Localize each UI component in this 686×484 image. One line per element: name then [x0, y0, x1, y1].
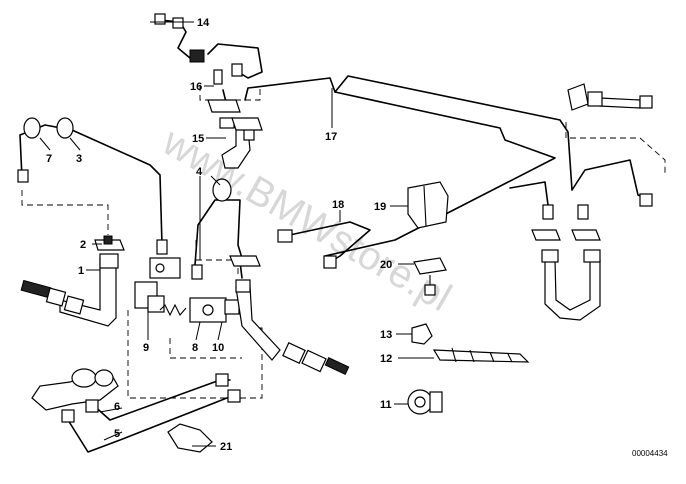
holder-20 [413, 257, 447, 296]
brake-line-4 [191, 178, 243, 280]
brake-line-18 [277, 221, 371, 269]
label-part-20: 20 [380, 259, 392, 271]
label-part-16: 16 [190, 81, 202, 93]
label-part-2: 2 [80, 239, 86, 251]
label-part-6: 6 [114, 401, 120, 413]
clip-21 [167, 423, 213, 453]
part-number-labels: 14 16 15 17 7 3 4 18 19 2 1 20 13 12 9 8… [46, 17, 392, 453]
label-part-11: 11 [380, 399, 392, 411]
label-part-4: 4 [196, 166, 203, 178]
label-part-15: 15 [192, 133, 204, 145]
label-part-12: 12 [380, 353, 392, 365]
label-part-13: 13 [380, 329, 392, 341]
spring-9 [159, 303, 187, 317]
label-part-10: 10 [212, 342, 224, 354]
label-part-5: 5 [114, 428, 120, 440]
label-part-18: 18 [332, 199, 344, 211]
label-part-14: 14 [197, 17, 210, 29]
t-fitting-8 [147, 295, 240, 323]
grommet-13 [411, 323, 433, 345]
grommet-11 [407, 389, 443, 415]
label-part-3: 3 [76, 153, 82, 165]
label-part-21: 21 [220, 441, 232, 453]
label-part-8: 8 [192, 342, 198, 354]
holder-19 [407, 181, 449, 229]
label-part-9: 9 [143, 342, 149, 354]
brake-hose-middle [229, 255, 350, 375]
clip-2 [94, 235, 125, 251]
clip-strip-12 [432, 347, 530, 363]
brake-hose-15 [207, 89, 263, 169]
master-cylinder [31, 368, 119, 411]
brake-hose-1 [20, 253, 119, 327]
brake-line-3 [17, 117, 168, 255]
leader-lines [39, 21, 434, 447]
label-part-19: 19 [374, 201, 386, 213]
brake-line-5 [61, 389, 241, 453]
label-part-7: 7 [46, 153, 52, 165]
label-part-17: 17 [325, 131, 337, 143]
label-part-1: 1 [78, 265, 84, 277]
brake-hose-rear-left [531, 204, 601, 321]
brake-hose-rear-upper [567, 83, 653, 207]
reference-code: 00004434 [632, 449, 668, 458]
